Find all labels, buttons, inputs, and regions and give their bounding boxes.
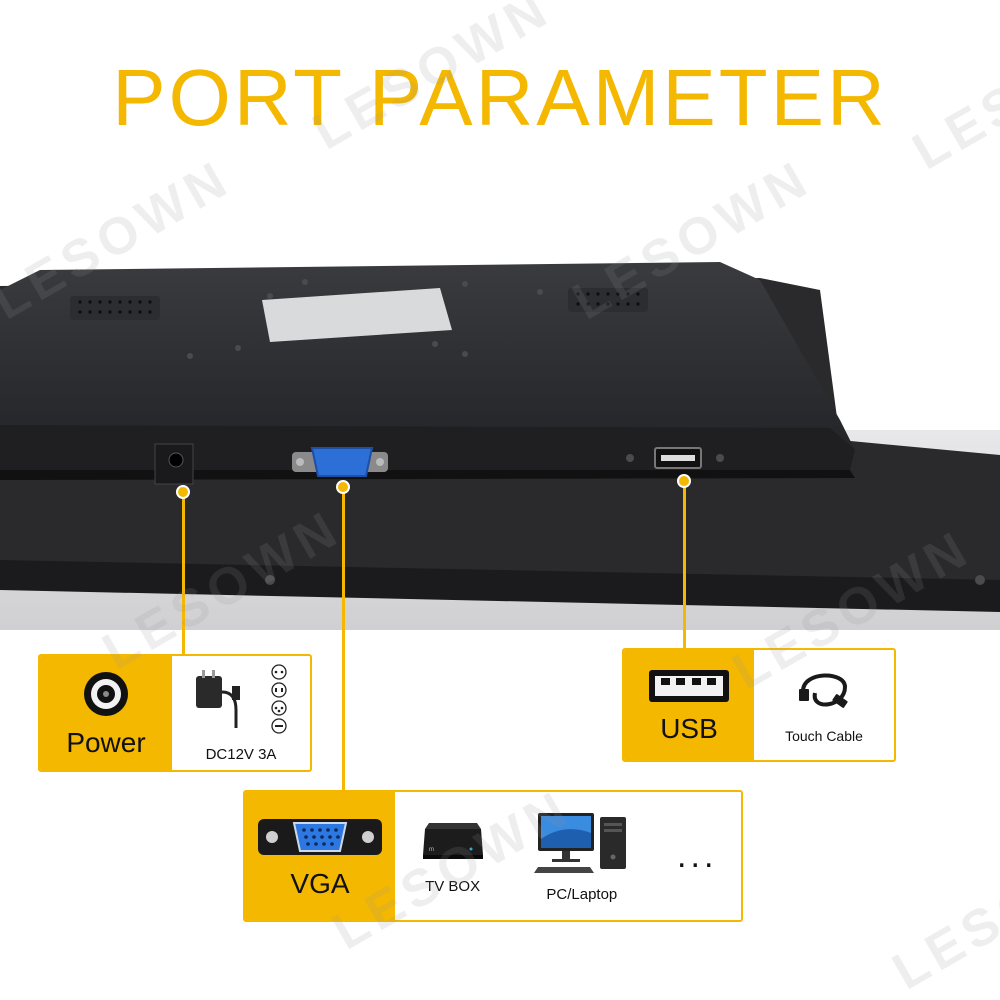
power-adapter-icon	[192, 670, 254, 733]
vga-port-icon	[256, 815, 384, 864]
power-connector-dot	[176, 485, 190, 499]
vga-device-label: PC/Laptop	[546, 886, 618, 903]
vga-device-label: TV BOX	[425, 878, 481, 895]
vga-connector-dot	[336, 480, 350, 494]
usb-connector-line	[683, 482, 686, 648]
power-card: Power	[38, 654, 312, 772]
dc-jack-icon	[82, 670, 130, 723]
usb-card: USB Touch Cable	[622, 648, 896, 762]
more-devices-ellipsis: ...	[677, 837, 718, 875]
vga-card-left: VGA	[245, 792, 395, 920]
usb-connector-dot	[677, 474, 691, 488]
vga-connector-line	[342, 488, 345, 794]
vga-card: VGA m TV BOX	[243, 790, 743, 922]
tv-box-icon: m	[419, 817, 487, 870]
power-label: Power	[66, 726, 146, 758]
pc-icon	[533, 809, 630, 878]
power-card-left: Power	[40, 656, 172, 770]
usb-card-right: Touch Cable	[754, 650, 894, 760]
vga-card-right: m TV BOX	[395, 792, 741, 920]
page-title: PORT PARAMETER	[112, 53, 888, 142]
plug-type-icon	[268, 663, 290, 740]
svg-text:m: m	[429, 847, 434, 853]
vga-device-item: m TV BOX	[419, 817, 487, 895]
usb-cable-icon	[793, 667, 855, 720]
power-connector-line	[182, 492, 185, 654]
vga-label: VGA	[290, 867, 350, 899]
power-card-right: DC12V 3A	[172, 656, 310, 770]
power-spec: DC12V 3A	[205, 746, 277, 763]
usb-label: USB	[660, 712, 718, 744]
vga-device-item: PC/Laptop	[533, 809, 630, 903]
usb-device-label: Touch Cable	[785, 727, 863, 744]
usb-card-left: USB	[624, 650, 754, 760]
usb-port-icon	[647, 668, 731, 709]
